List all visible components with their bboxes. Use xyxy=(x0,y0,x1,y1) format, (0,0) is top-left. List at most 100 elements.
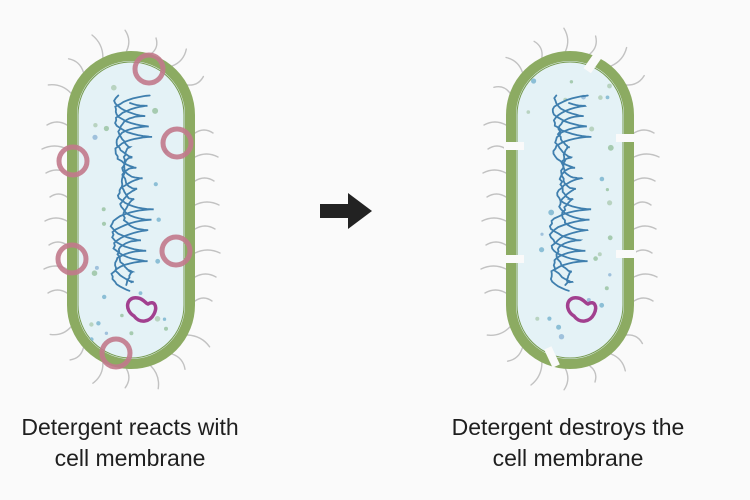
pili xyxy=(480,27,660,391)
right-arrow-icon xyxy=(320,193,372,229)
ribosome xyxy=(92,134,98,140)
pilus xyxy=(480,265,507,270)
pilus xyxy=(49,326,72,336)
ribosome xyxy=(103,125,109,132)
ribosome xyxy=(96,321,101,326)
dna-strand xyxy=(549,102,592,292)
pilus xyxy=(194,249,221,254)
dna-strand xyxy=(111,94,152,284)
cell-membrane xyxy=(67,51,195,369)
pilus xyxy=(150,365,160,390)
pilus xyxy=(194,225,216,230)
ribosome xyxy=(154,316,161,322)
ribosome xyxy=(101,207,106,212)
pilus xyxy=(633,297,654,302)
dna-strand xyxy=(548,94,592,286)
plasmid xyxy=(125,296,158,323)
dna-nucleoid xyxy=(548,94,592,292)
ribosome xyxy=(597,252,602,257)
pilus xyxy=(46,121,68,126)
caption-detergent-destroys: Detergent destroys the cell membrane xyxy=(418,412,718,474)
ribosome xyxy=(526,110,531,114)
pilus xyxy=(67,58,85,73)
ribosome xyxy=(129,331,134,336)
pilus xyxy=(610,353,626,372)
pilus xyxy=(194,129,214,134)
ribosome xyxy=(531,78,537,84)
ribosome xyxy=(120,313,124,318)
arrow-head xyxy=(348,193,372,229)
ribosome xyxy=(586,298,591,302)
pilus xyxy=(171,48,187,67)
bacterium-intact xyxy=(41,29,221,390)
pilus xyxy=(47,84,72,94)
ribosome xyxy=(94,265,99,270)
arrow-shaft xyxy=(320,204,350,218)
ribosome xyxy=(569,80,574,84)
caption-line: cell membrane xyxy=(492,445,644,471)
ribosome xyxy=(164,326,168,331)
pilus xyxy=(44,217,68,222)
ribosome xyxy=(104,331,109,335)
detergent-molecule xyxy=(160,126,194,160)
pilus xyxy=(633,177,656,182)
cell-membrane-inner-edge xyxy=(516,61,624,359)
pilus xyxy=(186,334,211,348)
ribosome xyxy=(111,84,117,91)
pili xyxy=(41,29,221,390)
caption-line: Detergent destroys the xyxy=(451,414,685,440)
pilus xyxy=(486,193,507,198)
pilus xyxy=(589,365,597,383)
pilus xyxy=(530,361,543,386)
ribosome xyxy=(556,324,562,330)
pilus xyxy=(124,29,130,52)
pilus xyxy=(43,265,68,270)
detergent-molecule xyxy=(56,144,90,178)
dna-strand xyxy=(109,94,154,286)
pilus xyxy=(47,289,68,294)
pilus xyxy=(563,368,569,391)
pilus xyxy=(563,27,569,52)
ribosome xyxy=(558,334,565,340)
detergent-molecule xyxy=(55,242,89,276)
dna-nucleoid xyxy=(109,94,154,292)
pilus xyxy=(194,153,219,158)
pilus xyxy=(194,177,215,182)
ribosome xyxy=(138,291,143,295)
pilus xyxy=(150,37,158,55)
ribosome xyxy=(155,258,161,264)
caption-line: cell membrane xyxy=(54,445,206,471)
pilus xyxy=(484,289,507,294)
pilus xyxy=(485,241,507,246)
pilus xyxy=(506,347,524,362)
ribosome xyxy=(535,316,540,321)
pilus xyxy=(633,129,655,134)
pilus xyxy=(481,217,507,222)
ribosome xyxy=(599,302,605,308)
ribosome xyxy=(93,123,98,128)
pilus xyxy=(633,201,652,206)
pilus xyxy=(487,145,507,150)
ribosome xyxy=(607,144,614,151)
membrane-hole xyxy=(504,255,524,263)
ribosome xyxy=(608,273,612,277)
pilus xyxy=(625,74,645,86)
pilus xyxy=(171,353,186,370)
detergent-molecule xyxy=(99,336,133,370)
pilus xyxy=(49,193,68,198)
pilus xyxy=(633,249,653,254)
pilus xyxy=(505,56,524,73)
ribosome xyxy=(547,316,552,321)
pilus xyxy=(633,273,658,278)
membrane-hole xyxy=(616,134,636,142)
pilus xyxy=(91,34,104,59)
ribosome xyxy=(604,286,609,291)
plasmid xyxy=(565,296,598,323)
pilus xyxy=(493,85,511,94)
ribosome xyxy=(607,235,613,241)
ribosome xyxy=(589,126,595,132)
ribosome xyxy=(548,209,555,216)
pilus xyxy=(633,153,660,158)
